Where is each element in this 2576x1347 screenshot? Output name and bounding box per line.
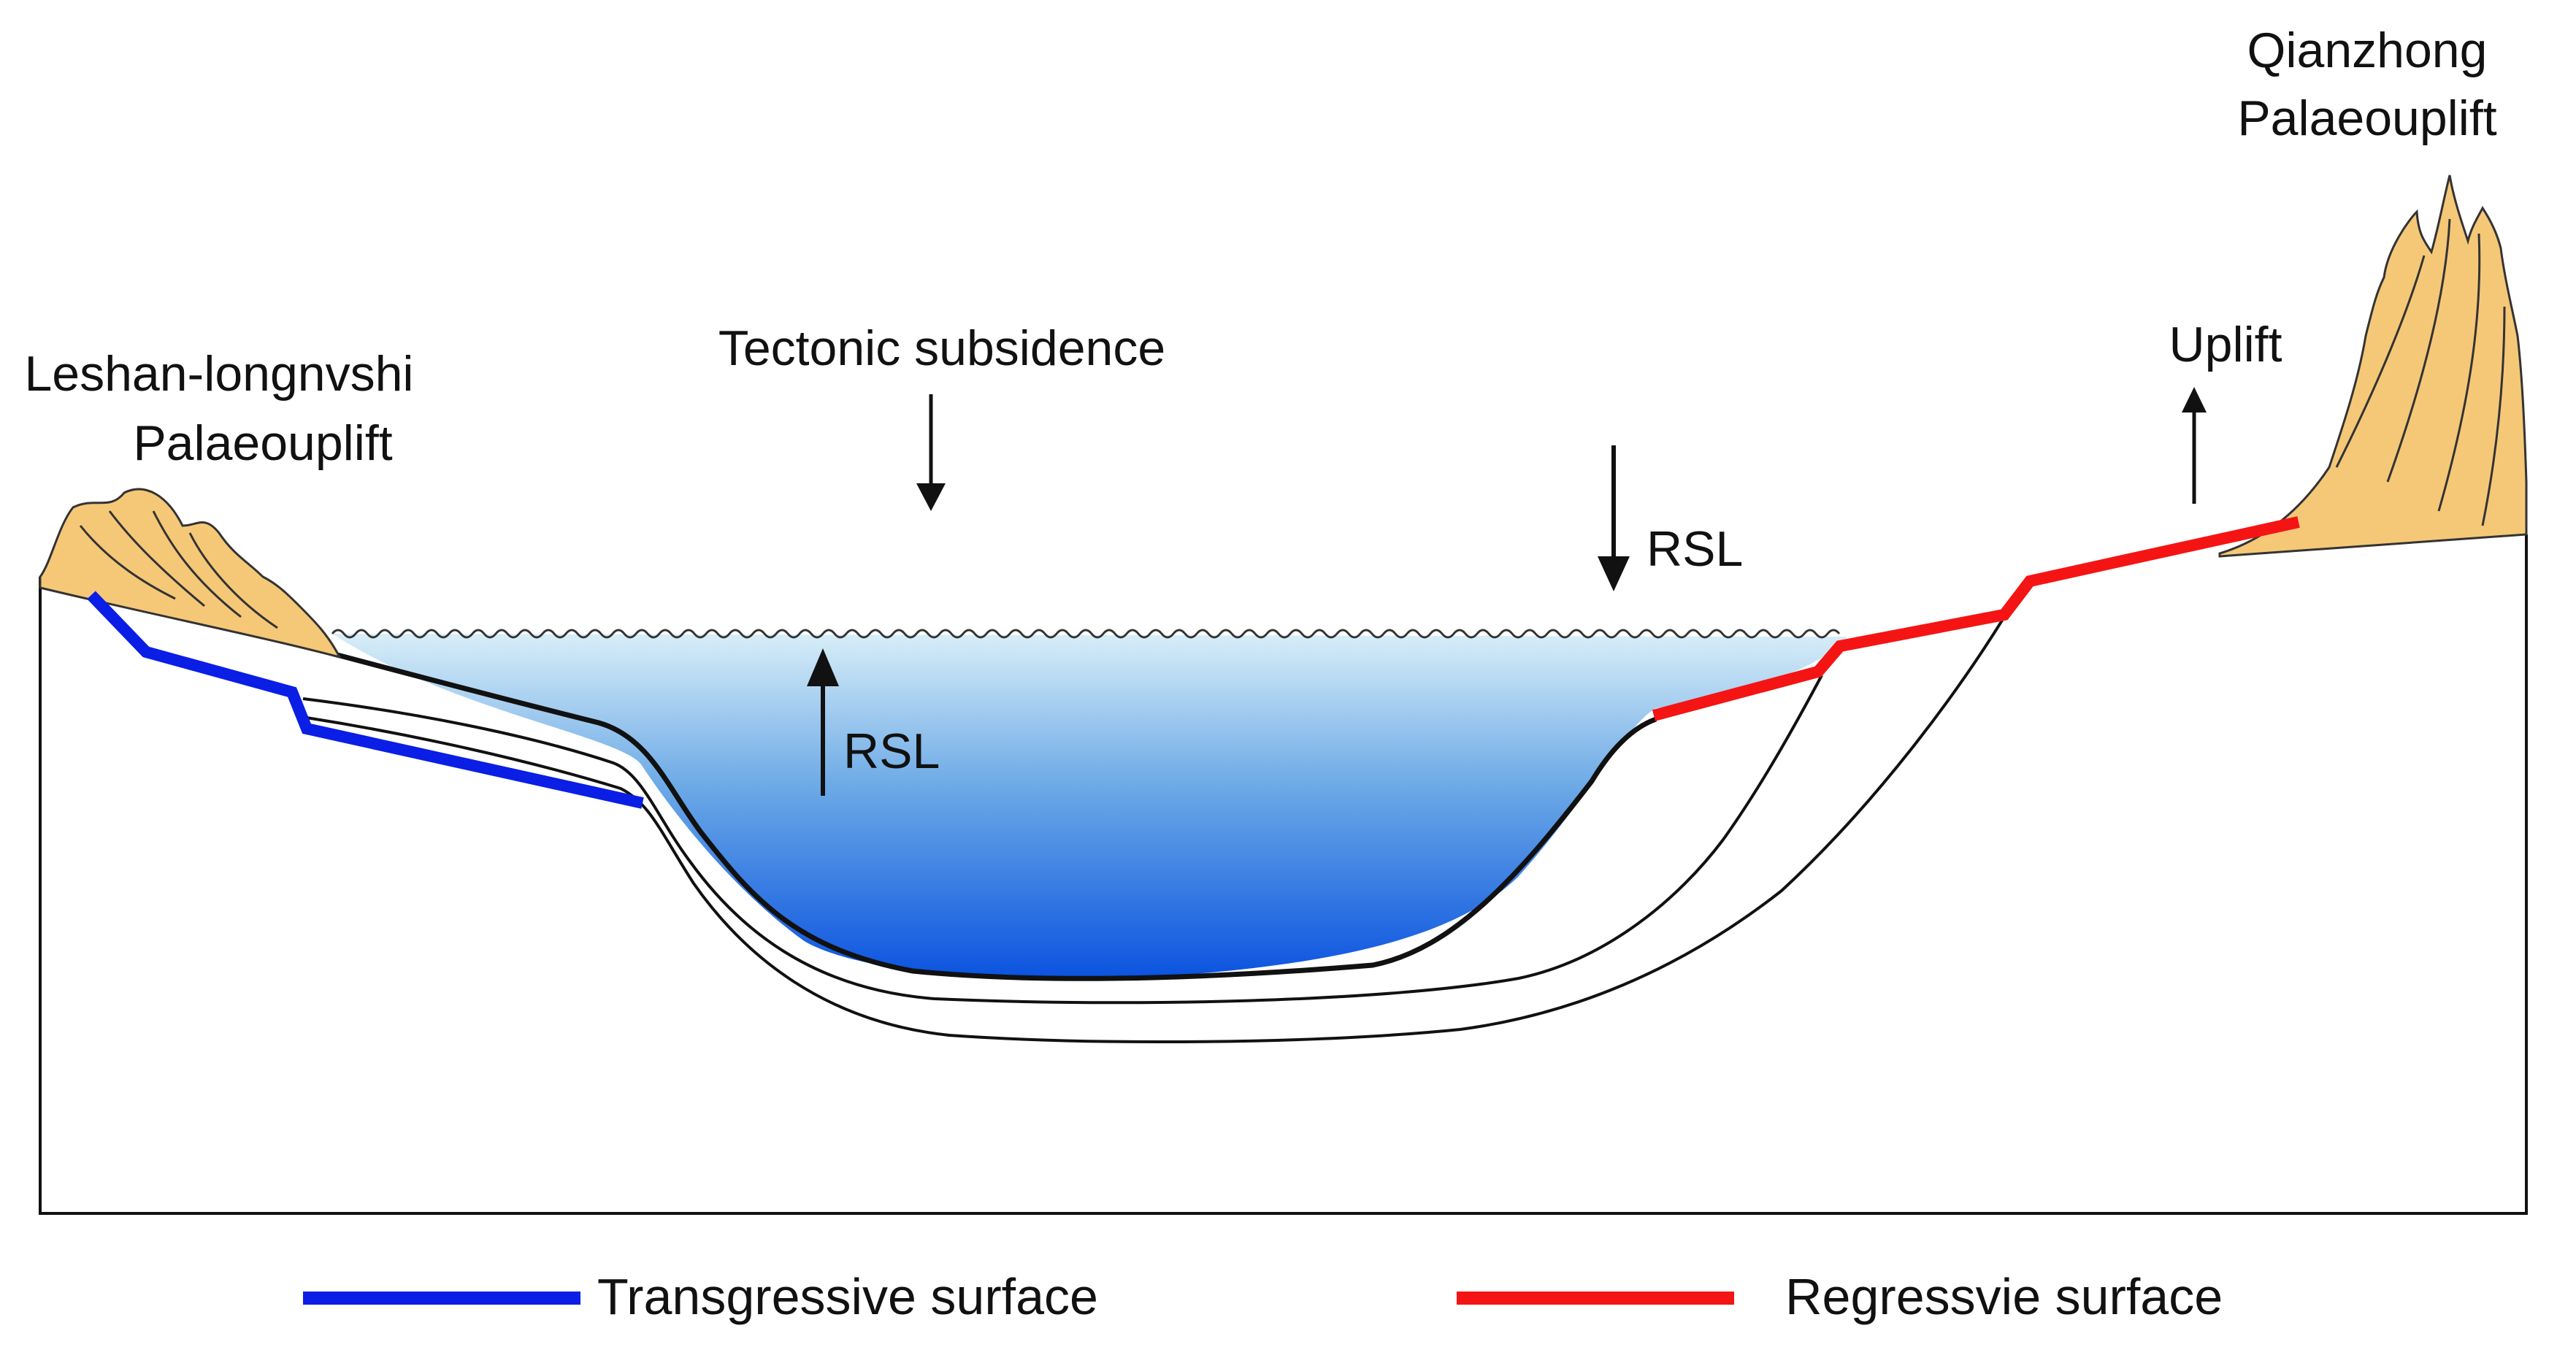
right-uplift-label-line2: Palaeouplift [2237, 91, 2496, 146]
qianzhong-uplift [2218, 174, 2528, 558]
regressive-surface-line [1652, 516, 2300, 721]
leshan-longnvshi-uplift [39, 488, 342, 659]
left-uplift-label-line1: Leshan-longnvshi [24, 346, 413, 402]
uplift-label: Uplift [2169, 317, 2282, 372]
legend: Transgressive surface Regressvie surface [303, 1268, 2223, 1325]
transgressive-surface-line [87, 591, 644, 809]
rsl-rise-arrow [807, 648, 839, 796]
rsl-rise-label: RSL [843, 724, 940, 779]
water-surface [331, 629, 1841, 639]
strata-line-2 [306, 615, 2006, 1044]
tectonic-subsidence-label: Tectonic subsidence [718, 321, 1165, 376]
rsl-fall-label: RSL [1647, 521, 1743, 577]
strata-line-1 [302, 675, 1823, 1005]
legend-regressive-label: Regressvie surface [1785, 1268, 2223, 1325]
rsl-fall-arrow [1598, 445, 1630, 591]
uplift-arrow [2182, 387, 2207, 504]
basin-floor-line [87, 590, 1657, 981]
right-uplift-label-line1: Qianzhong [2247, 23, 2488, 78]
tectonic-subsidence-arrow [916, 394, 946, 511]
section-frame [39, 534, 2528, 1215]
left-uplift-label-line2: Palaeouplift [133, 415, 392, 471]
basin-water [332, 634, 1847, 980]
legend-transgressive-label: Transgressive surface [597, 1268, 1098, 1325]
